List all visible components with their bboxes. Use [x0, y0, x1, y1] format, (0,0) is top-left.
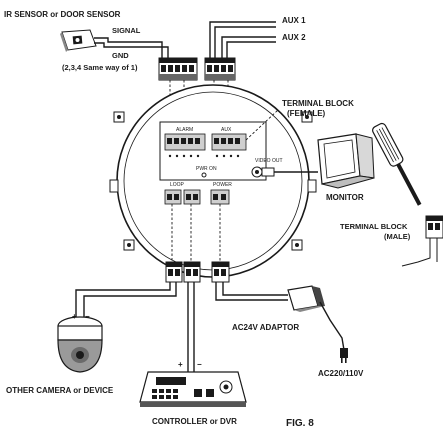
power-plug-connector: [211, 261, 230, 283]
gnd-wire: [94, 42, 169, 58]
pwr-on-label: PWR ON: [196, 166, 217, 172]
loop-plug-left: [165, 261, 183, 283]
camera-cable-b: [83, 282, 177, 318]
aux-plug-connector: [204, 57, 236, 81]
terminal-block-male-connector: [401, 215, 443, 267]
video-out-label: VIDEO OUT: [255, 158, 283, 164]
monitor-label: MONITOR: [326, 193, 364, 202]
alarm-plug-connector: [158, 57, 198, 81]
power-plug-icon: [340, 348, 348, 363]
screwdriver-icon: [372, 122, 422, 206]
aux2-wire-b: [226, 41, 276, 58]
power-terminal-female: [210, 189, 230, 205]
terminal-male-label-2: (MALE): [384, 232, 411, 241]
terminal-female-label-2: (FEMALE): [287, 109, 326, 118]
power-cable-a: [215, 282, 288, 301]
sensor-icon: [60, 29, 97, 52]
signal-label: SIGNAL: [112, 26, 141, 35]
aux2-wire-a: [221, 36, 276, 58]
controller-minus-label: −: [197, 360, 202, 369]
pwr-on-led: [201, 172, 207, 178]
power-label: POWER: [213, 182, 232, 188]
camera-minus-label: −: [85, 312, 90, 321]
aux1-label: AUX 1: [282, 16, 306, 25]
controller-plus-label: +: [178, 360, 183, 369]
aux-board-label: AUX: [221, 127, 232, 133]
ac24v-adaptor-label: AC24V ADAPTOR: [232, 323, 299, 332]
aux1-wire-a: [209, 21, 276, 58]
aux1-wire-b: [214, 26, 276, 58]
video-out-bnc-connector: [251, 166, 275, 178]
terminal-panel: [159, 121, 267, 181]
power-cable-b: [222, 282, 288, 296]
camera-plus-label: +: [72, 312, 77, 321]
aux2-label: AUX 2: [282, 33, 306, 42]
mains-cable: [319, 301, 345, 351]
controller-keyboard-icon: [139, 371, 247, 407]
terminal-female-label-1: TERMINAL BLOCK: [282, 99, 354, 108]
camera-base-board: [109, 84, 317, 278]
controller-label: CONTROLLER or DVR: [152, 417, 237, 426]
loop-plug-right: [183, 261, 201, 283]
alarm-terminal-female: [164, 133, 206, 151]
other-camera-label: OTHER CAMERA or DEVICE: [6, 386, 114, 395]
loop-terminal-female: [164, 189, 201, 205]
camera-cable-a: [75, 282, 171, 318]
dome-camera-icon: [57, 316, 103, 373]
figure-number: FIG. 8: [286, 418, 314, 429]
monitor-icon: [317, 133, 375, 189]
terminal-male-label-1: TERMINAL BLOCK: [340, 222, 408, 231]
gnd-label: GND: [112, 51, 129, 60]
alarm-board-label: ALARM: [176, 127, 193, 133]
ac220-label: AC220/110V: [318, 369, 364, 378]
loop-label: LOOP: [170, 182, 185, 188]
aux-terminal-female: [211, 133, 247, 151]
adaptor-icon: [287, 285, 325, 312]
ir-sensor-label: IR SENSOR or DOOR SENSOR: [4, 10, 121, 19]
same-way-label: (2,3,4 Same way of 1): [62, 63, 138, 72]
